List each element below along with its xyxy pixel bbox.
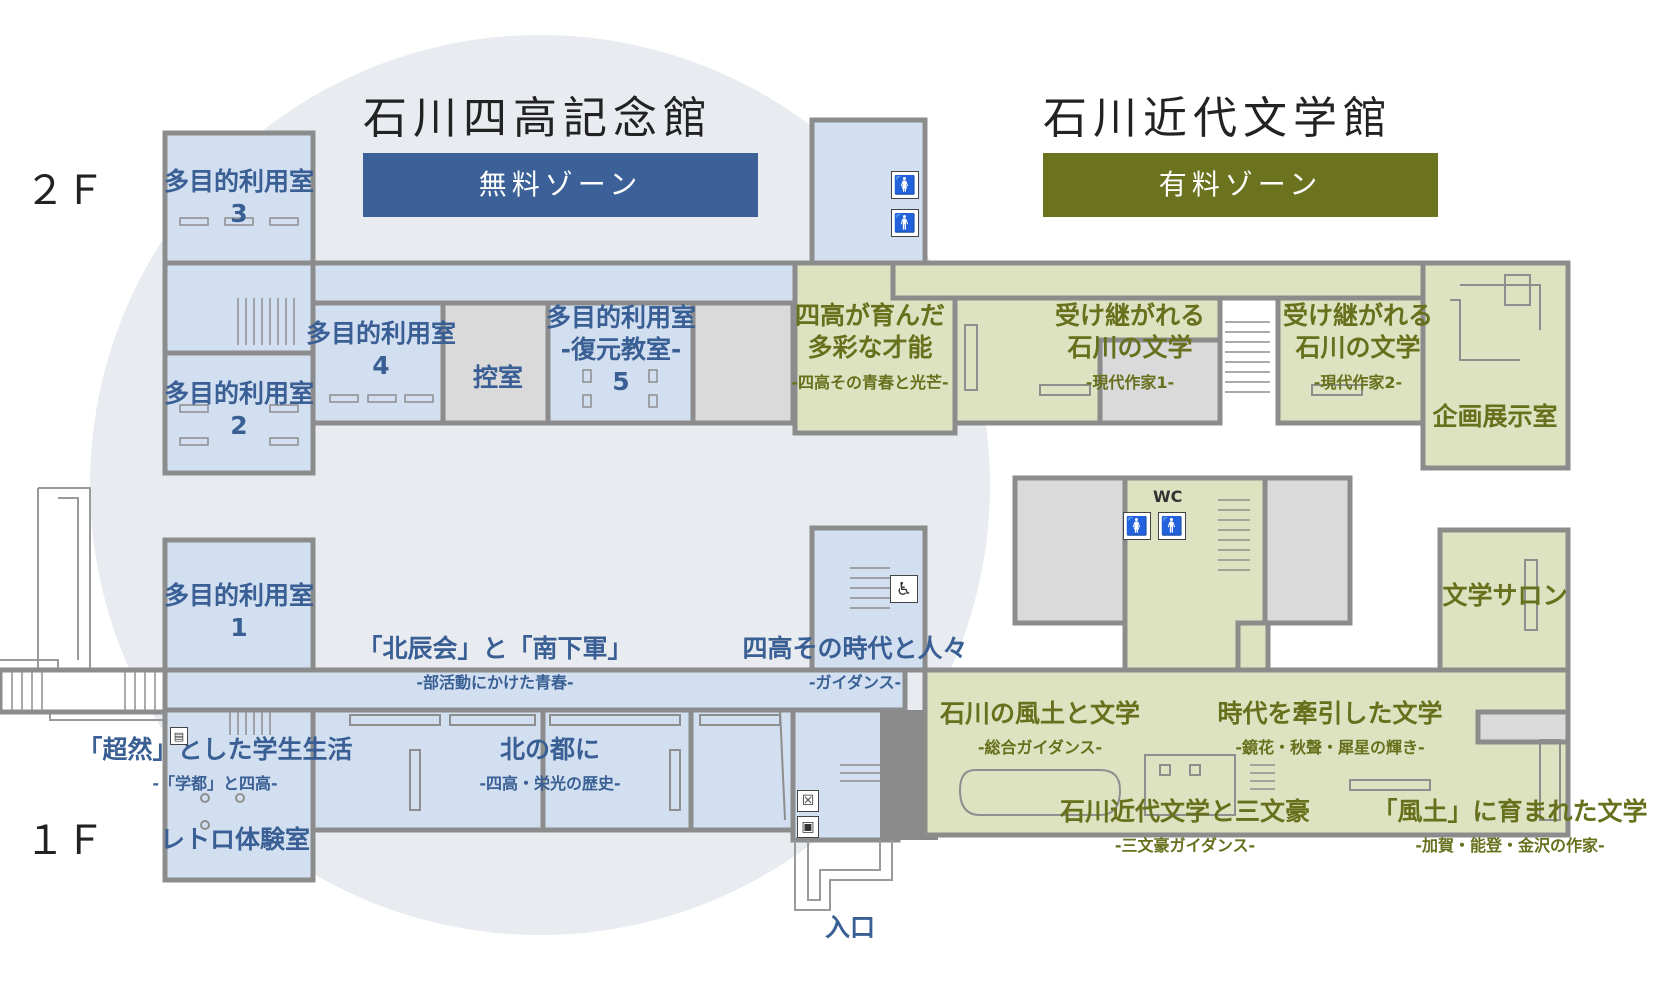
2f-lit1-gray <box>1097 337 1223 426</box>
lit1-line2: 石川の文学 <box>1067 333 1193 362</box>
paid-zone-label: 有料ゾーン <box>1043 153 1438 217</box>
1f-salon-room <box>1437 527 1571 673</box>
free-zone-label: 無料ゾーン <box>363 153 758 217</box>
female-restroom-icon: 🚺 <box>1123 512 1151 540</box>
1f-exterior-corridor <box>0 487 168 721</box>
floor-2f-label: ２Ｆ <box>25 168 105 214</box>
kitanomiyako-name: 北の都に <box>499 735 600 764</box>
jidai-sub: -鏡花・秋聲・犀星の輝き- <box>1235 738 1425 757</box>
kitanomiyako-sub: -四高・栄光の歴史- <box>479 774 621 793</box>
lit2-sub: -現代作家2- <box>1313 373 1403 392</box>
2f-room4 <box>310 300 446 426</box>
room4-name: 多目的利用室 <box>305 319 456 348</box>
chozen-name: 「超然」とした学生生活 <box>77 735 353 764</box>
1f-stairs-paid <box>1218 499 1275 790</box>
era-name: 四高その時代と人々 <box>742 634 968 663</box>
male-restroom-icon: 🚹 <box>1158 512 1186 540</box>
fudo-name: 石川の風土と文学 <box>939 699 1140 728</box>
fudo-born-sub: -加賀・能登・金沢の作家- <box>1415 836 1605 855</box>
female-restroom-icon: 🚺 <box>891 171 919 199</box>
room5-line1: 多目的利用室 <box>545 303 696 332</box>
jidai-name: 時代を牽引した文学 <box>1217 699 1443 728</box>
entrance-name: 入口 <box>824 913 875 942</box>
1f-room1 <box>162 537 316 673</box>
male-restroom-icon: 🚹 <box>891 209 919 237</box>
2f-kikaku-room <box>1420 260 1571 471</box>
lit1-sub: -現代作家1- <box>1085 373 1175 392</box>
1f-entrance-block-top <box>880 715 908 745</box>
wheelchair-icon: ♿ <box>890 575 918 603</box>
floor-1f-label: １Ｆ <box>25 818 105 864</box>
salon-name: 文学サロン <box>1442 581 1568 610</box>
sanbungo-name: 石川近代文学と三文豪 <box>1059 797 1310 826</box>
sanbungo-sub: -三文豪ガイダンス- <box>1114 836 1256 855</box>
fudo-born-name: 「風土」に育まれた文学 <box>1372 797 1648 826</box>
room3-name: 多目的利用室 <box>163 167 314 196</box>
1f-showcases <box>200 709 786 830</box>
kikaku-name: 企画展示室 <box>1432 402 1558 431</box>
hikae-name: 控室 <box>472 363 523 392</box>
1f-hokushin-room <box>310 707 546 833</box>
shiko-title: 石川四高記念館 <box>363 93 713 144</box>
2f-exhibit-walls <box>964 274 1541 396</box>
1f-exhibit-walls <box>958 559 1561 821</box>
lit2-line1: 受け継がれる <box>1282 301 1433 330</box>
2f-desks <box>179 217 658 446</box>
locker-icon: ▣ <box>797 816 819 838</box>
1f-corridor-link <box>1235 620 1271 673</box>
era-sub: -ガイダンス- <box>808 673 902 692</box>
1f-era-room <box>688 707 796 833</box>
room5-number: 5 <box>612 367 630 396</box>
room4-number: 4 <box>372 351 390 380</box>
2f-stairs-mid <box>1225 321 1270 393</box>
hokushin-sub: -部活動にかけた青春- <box>416 673 574 692</box>
talent-line2: 多彩な才能 <box>807 333 933 362</box>
1f-gray-band <box>1475 709 1571 745</box>
lit1-line1: 受け継がれる <box>1054 301 1205 330</box>
1f-paid-hall <box>922 667 1571 838</box>
room3-number: 3 <box>230 199 248 228</box>
talent-line1: 四高が育んだ <box>794 301 945 330</box>
room1-number: 1 <box>230 613 248 642</box>
lit2-line2: 石川の文学 <box>1295 333 1421 362</box>
2f-room5 <box>545 300 696 426</box>
1f-gray-right <box>1262 475 1353 626</box>
1f-free-zone <box>162 525 928 911</box>
fudo-sub: -総合ガイダンス- <box>977 738 1103 757</box>
2f-paid-zone <box>792 260 1571 471</box>
room2-name: 多目的利用室 <box>163 379 314 408</box>
1f-main-corridor <box>162 667 908 713</box>
1f-entrance-path <box>807 840 881 901</box>
bungaku-title: 石川近代文学館 <box>1043 93 1393 144</box>
1f-paid-zone <box>880 475 1571 840</box>
elevator-icon: ☒ <box>797 790 819 812</box>
small-sign-icon: ▤ <box>170 727 188 745</box>
2f-room3 <box>162 130 316 266</box>
1f-gray-left <box>1012 475 1128 626</box>
2f-stairs-left <box>237 298 295 345</box>
2f-hikae-room <box>440 300 551 426</box>
talent-sub: -四高その青春と光芒- <box>791 373 949 392</box>
room1-name: 多目的利用室 <box>163 581 314 610</box>
room5-line2: -復元教室- <box>560 335 682 364</box>
1f-kitanomiyako-room <box>540 707 694 833</box>
wc-label: WC <box>1153 487 1183 506</box>
hokushin-name: 「北辰会」と「南下軍」 <box>357 634 633 663</box>
room2-number: 2 <box>230 411 248 440</box>
retro-name: レトロ体験室 <box>159 825 310 854</box>
1f-entry-grid <box>0 667 168 715</box>
chozen-sub: -「学都」と四高- <box>152 774 278 793</box>
